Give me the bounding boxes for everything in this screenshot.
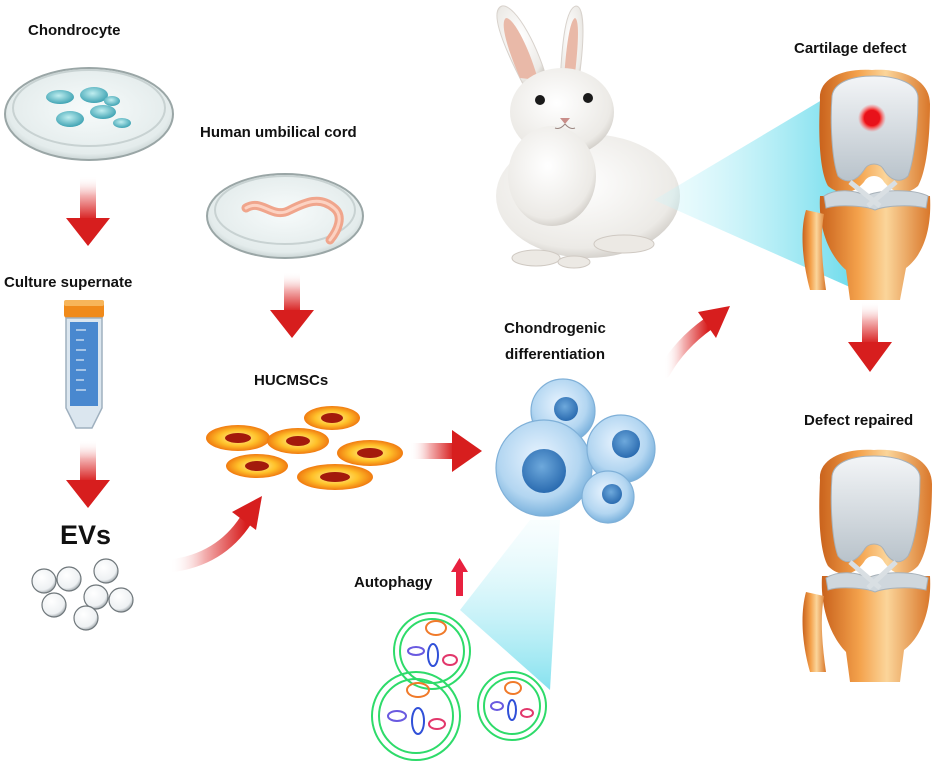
arrow-right-1 (410, 430, 482, 472)
label-autophagy: Autophagy (354, 574, 433, 591)
knee-joint-icon (802, 69, 931, 300)
arrow-curved-1 (163, 496, 262, 573)
arrow-down-3 (270, 272, 314, 338)
chondrogenic-cells-icon (495, 378, 656, 524)
arrow-curved-2 (657, 306, 730, 379)
rabbit-icon (496, 5, 680, 269)
centrifuge-tube-icon (64, 300, 104, 429)
rabbit-beam (654, 88, 852, 288)
label-chondrocyte: Chondrocyte (28, 22, 121, 39)
stem-cell-icon (206, 406, 403, 490)
umbilical-cord-dish-icon (206, 173, 364, 259)
label-hucmscs: HUCMSCs (254, 372, 329, 389)
arrow-down-4 (848, 302, 892, 372)
label-evs: EVs (60, 520, 112, 550)
arrow-down-1 (66, 176, 110, 246)
vesicle-icon (31, 558, 134, 631)
chondrocyte-dish-icon (4, 67, 174, 161)
label-cartilage-defect: Cartilage defect (794, 40, 907, 57)
label-chondrogenic: Chondrogenic (504, 320, 606, 337)
arrow-down-2 (66, 440, 110, 508)
autophagy-beam (460, 520, 560, 690)
label-differentiation: differentiation (505, 346, 605, 363)
autophagy-up-arrow (451, 558, 468, 596)
autophagosome-icon (371, 612, 547, 761)
label-human-umbilical-cord: Human umbilical cord (200, 124, 357, 141)
label-culture-supernate: Culture supernate (4, 274, 133, 291)
label-defect-repaired: Defect repaired (804, 412, 914, 429)
knee-repaired-icon (802, 449, 932, 682)
